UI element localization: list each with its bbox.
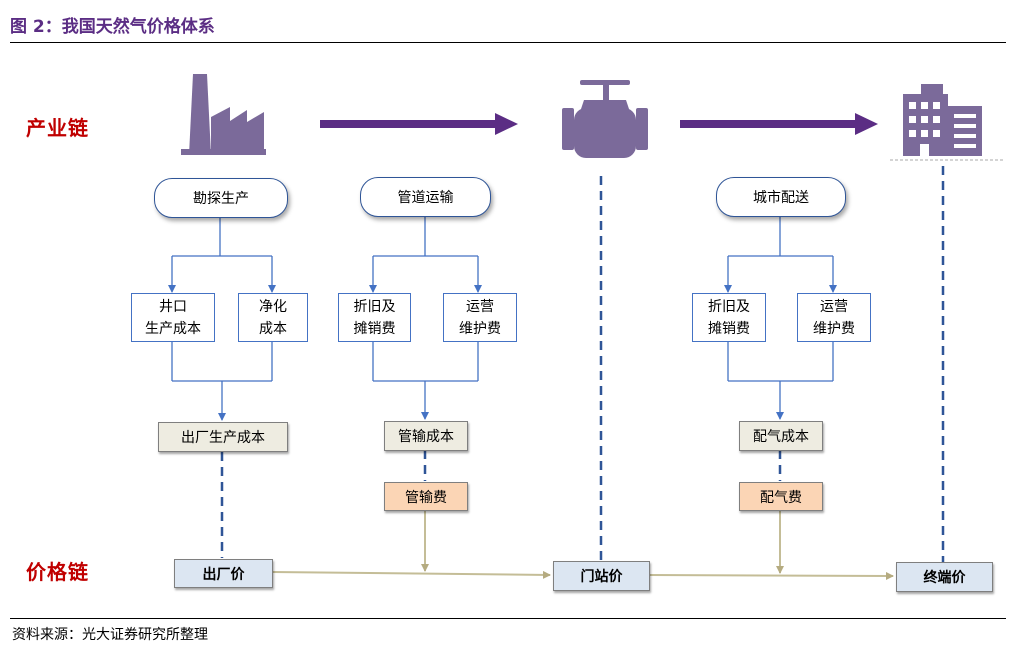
total-distribution-cost: 配气成本	[739, 421, 823, 451]
industry-flow-arrow-2	[680, 113, 878, 135]
cost-wellhead-production: 井口 生产成本	[131, 293, 215, 342]
exploration-connectors	[168, 217, 276, 421]
figure-title: 图 2：我国天然气价格体系	[10, 17, 215, 37]
stage-pipeline: 管道运输	[360, 177, 491, 217]
price-flow-lines	[271, 510, 894, 580]
price-enduser: 终端价	[896, 562, 993, 592]
industry-chain-label: 产业链	[26, 116, 89, 140]
stage-distribution: 城市配送	[716, 177, 846, 217]
cost-purification: 净化 成本	[238, 293, 308, 342]
cost-pipeline-operation: 运营 维护费	[443, 293, 517, 342]
cost-pipeline-depreciation: 折旧及 摊销费	[338, 293, 411, 342]
price-chain-label: 价格链	[26, 560, 89, 584]
building-icon	[890, 84, 1003, 161]
price-exfactory: 出厂价	[174, 559, 273, 588]
cost-distribution-operation: 运营 维护费	[797, 293, 871, 342]
valve-icon	[562, 80, 648, 158]
pipeline-connectors	[369, 216, 482, 420]
price-citygate: 门站价	[553, 561, 650, 591]
dashed-connectors	[220, 166, 945, 562]
industry-flow-arrow-1	[320, 113, 518, 135]
total-exfactory-cost: 出厂生产成本	[158, 422, 288, 452]
stage-exploration: 勘探生产	[154, 178, 288, 218]
cost-distribution-depreciation: 折旧及 摊销费	[692, 293, 766, 342]
source-note: 资料来源：光大证券研究所整理	[12, 627, 208, 643]
source-rule	[10, 618, 1006, 619]
distribution-connectors	[724, 216, 837, 420]
title-rule	[10, 42, 1006, 43]
fee-distribution: 配气费	[739, 482, 823, 511]
fee-pipeline: 管输费	[384, 482, 468, 511]
total-pipeline-cost: 管输成本	[384, 421, 468, 451]
factory-icon	[181, 74, 266, 155]
